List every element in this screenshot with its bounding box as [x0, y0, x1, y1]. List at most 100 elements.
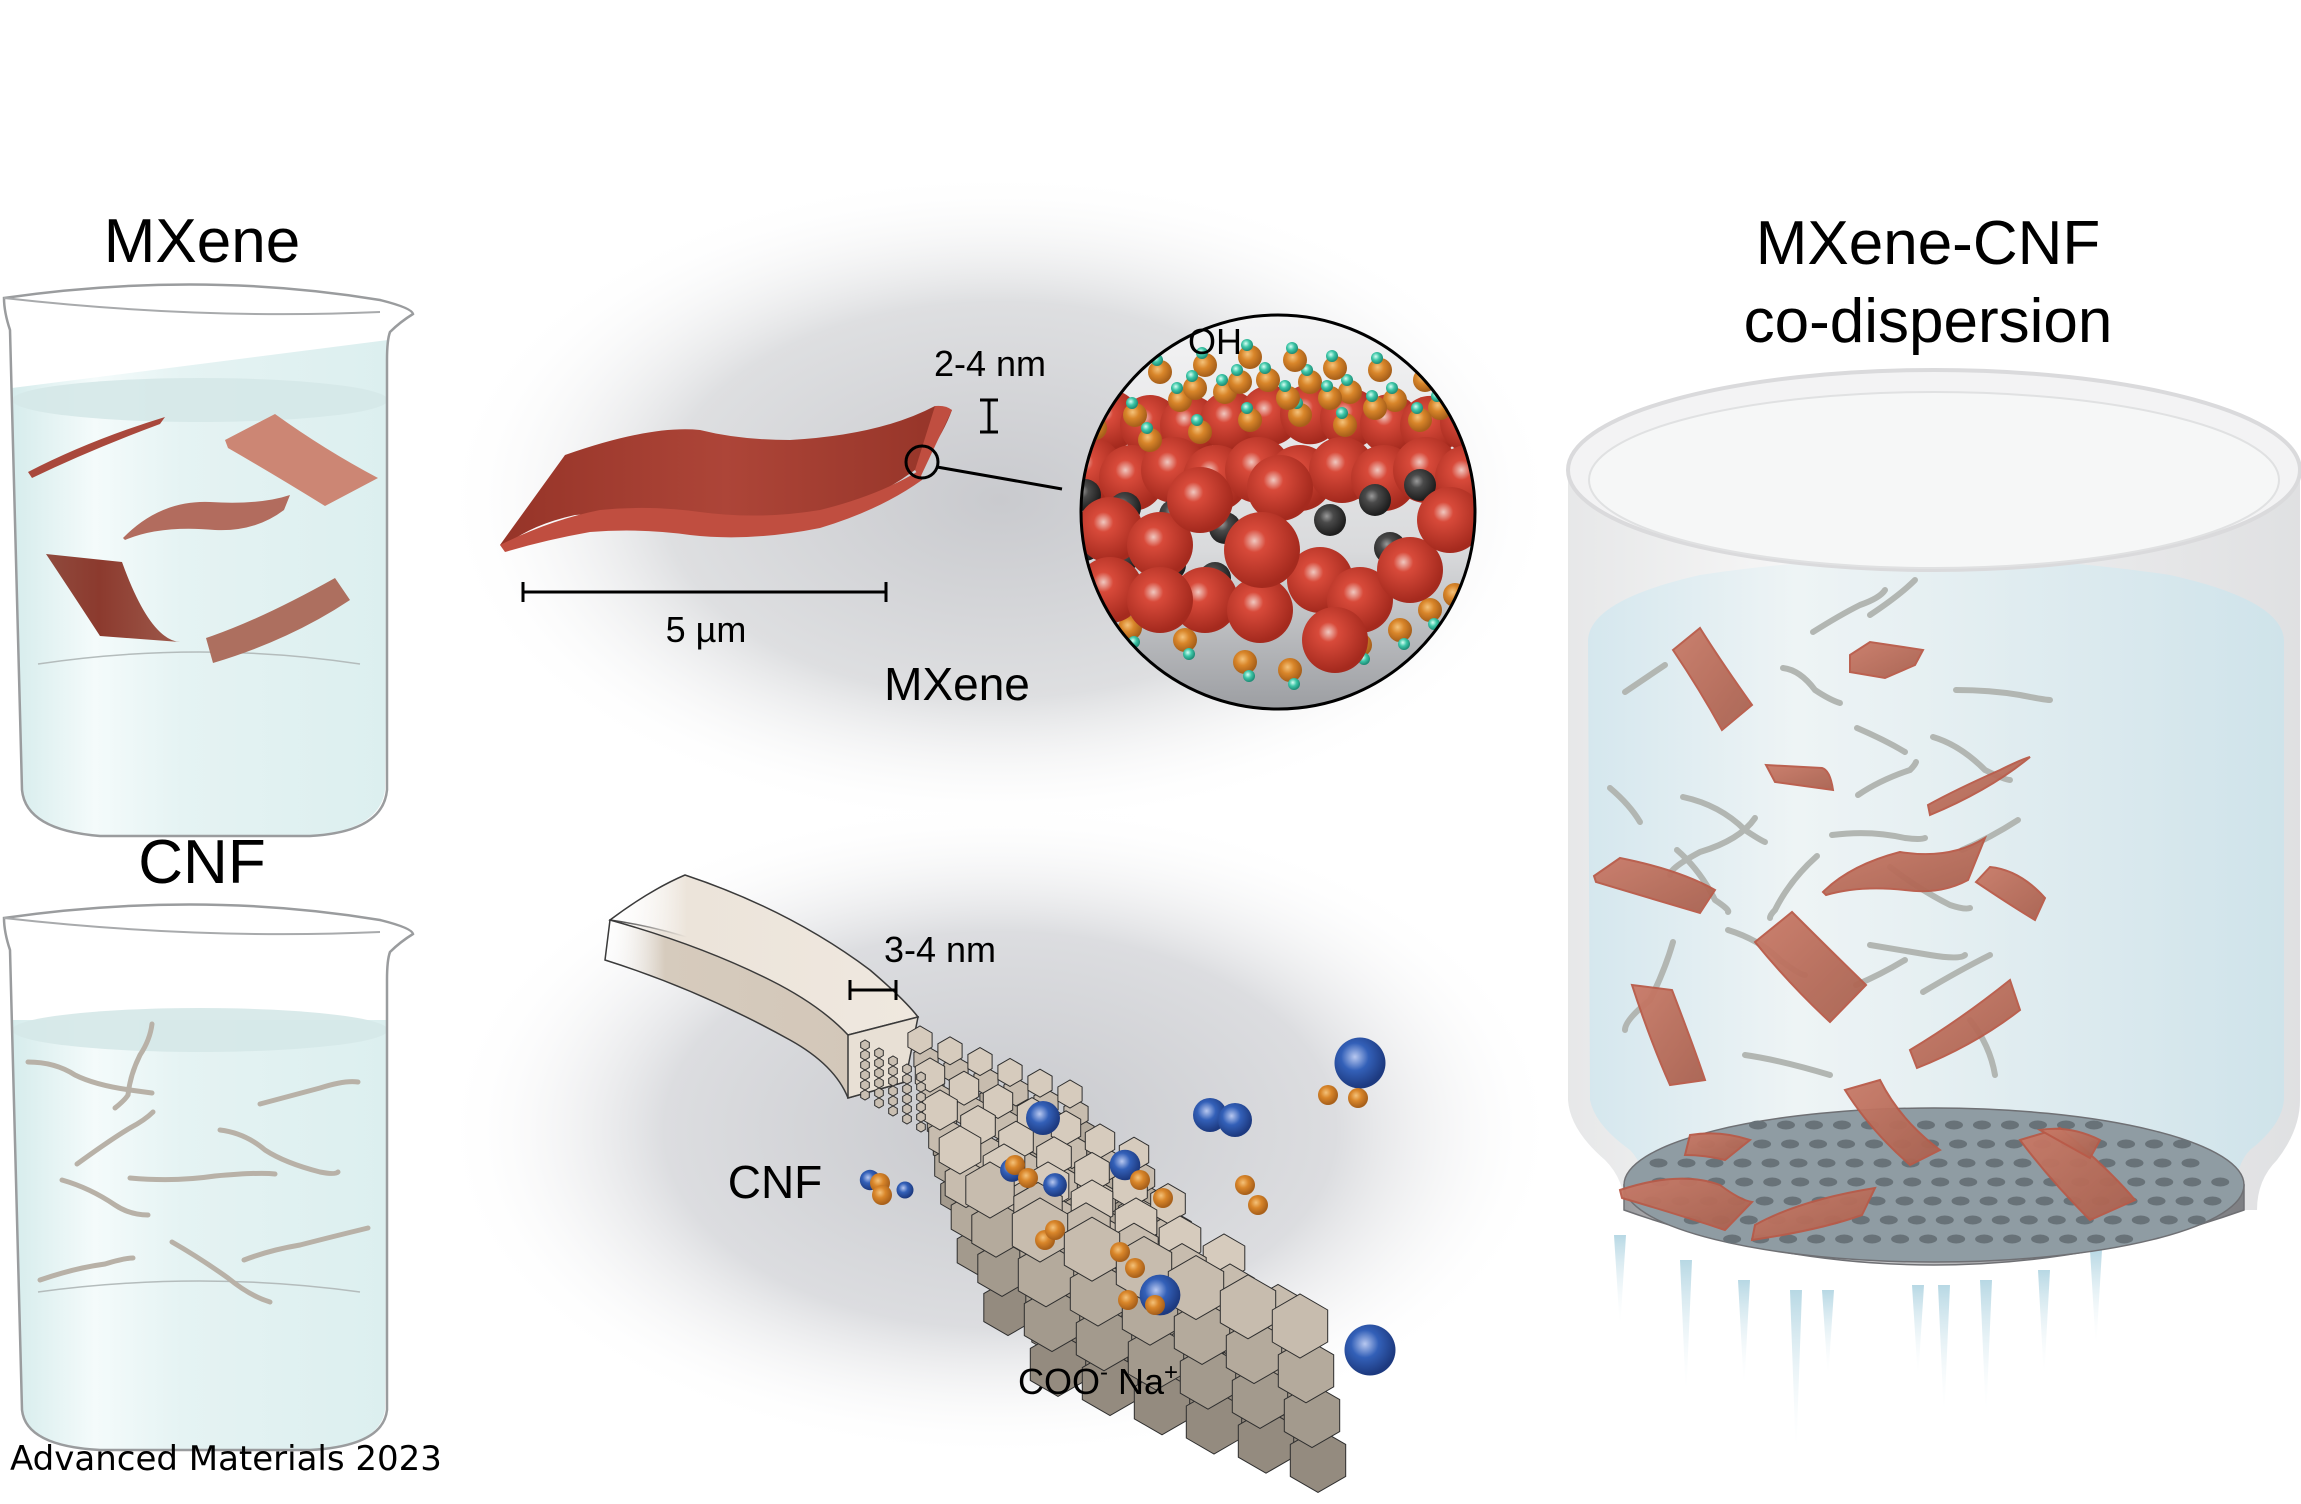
mxene-beaker-title: MXene	[104, 207, 300, 276]
sodium-ion	[896, 1181, 914, 1199]
oxygen-atom	[1348, 1088, 1368, 1108]
flake	[28, 417, 165, 478]
filter-hole	[1835, 1234, 1854, 1244]
filtrate-drip	[1738, 1280, 1750, 1390]
oxygen-atom	[1118, 1290, 1138, 1310]
mxene-flake	[1908, 978, 2022, 1070]
filter-hole	[1947, 1234, 1966, 1244]
flake	[206, 578, 350, 663]
glucose-ring	[907, 1025, 933, 1055]
oxygen-atom	[1173, 628, 1197, 652]
hydrogen-atom	[1398, 638, 1410, 650]
oxygen-atom	[1276, 386, 1300, 410]
hydrogen-atom	[1288, 678, 1300, 690]
filter-hole	[1985, 1158, 2004, 1168]
glucose-ring	[982, 1083, 1014, 1119]
filter-hole	[2147, 1196, 2166, 1206]
metal-atom	[1417, 487, 1475, 553]
hydrogen-atom	[1196, 347, 1208, 359]
filter-hole	[2175, 1196, 2194, 1206]
carbon-atom	[1359, 484, 1391, 516]
oxygen-atom	[1153, 1188, 1173, 1208]
glucose-ring	[860, 1069, 870, 1081]
filter-hole	[1907, 1215, 1926, 1225]
glucose-ring	[888, 1105, 898, 1117]
filter-hole	[1949, 1139, 1968, 1149]
filter-hole	[2203, 1196, 2222, 1206]
oxygen-atom	[1298, 370, 1322, 394]
cnf-fiber	[1810, 587, 1888, 635]
filter-hole	[1677, 1158, 1696, 1168]
hydrogen-atom	[1186, 370, 1198, 382]
cnf-detail: 3-4 nm CNF COO- Na+	[604, 874, 1396, 1493]
glucose-ring	[997, 1057, 1023, 1087]
mxene-flake	[1753, 910, 1868, 1024]
oxygen-atom	[1338, 380, 1362, 404]
filter-hole	[1931, 1177, 1950, 1187]
codispersion-title-line2: co-dispersion	[1744, 287, 2113, 356]
filter-hole	[2007, 1196, 2026, 1206]
filter-hole	[2183, 1177, 2202, 1187]
oxygen-atom	[1193, 353, 1217, 377]
sodium-ion	[1218, 1103, 1252, 1137]
magnify-spot	[904, 444, 940, 480]
oxygen-atom	[1125, 1258, 1145, 1278]
mixed-flakes	[1592, 577, 2137, 1242]
filter-hole	[2153, 1158, 2172, 1168]
filter-hole	[1735, 1177, 1754, 1187]
filtrate-drip	[1614, 1235, 1626, 1330]
hydrogen-atom	[1183, 648, 1195, 660]
oxygen-atom	[1408, 408, 1432, 432]
glucose-ring	[888, 1055, 898, 1067]
cnf-fiber	[1674, 847, 1732, 915]
hydrogen-atom	[1286, 342, 1298, 354]
filter-hole	[2028, 1120, 2047, 1130]
cnf-detail-caption: CNF	[728, 1156, 823, 1208]
metal-atom	[1247, 455, 1313, 521]
filter-hole	[1991, 1215, 2010, 1225]
hydrogen-atom	[1366, 390, 1378, 402]
glucose-ring	[1027, 1068, 1053, 1098]
glucose-ring	[916, 1101, 926, 1113]
glucose-ring	[1219, 1274, 1277, 1340]
filter-hole	[2013, 1158, 2032, 1168]
filtrate-drip	[2090, 1250, 2102, 1350]
hydrogen-atom	[1216, 374, 1228, 386]
glucose-ring	[874, 1097, 884, 1109]
glucose-ring	[1167, 1255, 1225, 1321]
glucose-ring	[902, 1083, 912, 1095]
filter-hole	[1957, 1158, 1976, 1168]
oxygen-atom	[1183, 376, 1207, 400]
carbon-atom	[1314, 504, 1346, 536]
metal-atom	[1127, 512, 1193, 578]
filter-hole	[2035, 1196, 2054, 1206]
filter-hole	[1755, 1196, 1774, 1206]
oxygen-atom	[1318, 386, 1342, 410]
filter-hole	[2084, 1120, 2103, 1130]
filter-hole	[1972, 1120, 1991, 1130]
glucose-ring	[948, 1070, 980, 1106]
filtrate-drip	[1822, 1290, 1834, 1380]
filter-hole	[1923, 1196, 1942, 1206]
mxene-flake	[1974, 865, 2047, 922]
sodium-ion	[1043, 1173, 1067, 1197]
metal-atom	[1081, 497, 1143, 563]
oxygen-atom	[1228, 370, 1252, 394]
glucose-ring	[902, 1063, 912, 1075]
glucose-ring	[860, 1049, 870, 1061]
filter-hole	[1845, 1158, 1864, 1168]
sodium-ion	[1109, 1149, 1141, 1181]
filter-hole	[1979, 1196, 1998, 1206]
filter-hole	[1929, 1158, 1948, 1168]
mxene-flake	[1683, 1132, 1753, 1162]
filter-hole	[2087, 1234, 2106, 1244]
cnf-fiber	[1780, 665, 1843, 706]
glucose-ring	[916, 1091, 926, 1103]
filtrate-drip	[1680, 1260, 1692, 1400]
filter-hole	[1809, 1139, 1828, 1149]
filter-hole	[1916, 1120, 1935, 1130]
oxygen-atom	[1323, 356, 1347, 380]
filter-hole	[1977, 1139, 1996, 1149]
hydrogen-atom	[1321, 380, 1333, 392]
oxygen-atom	[1148, 360, 1172, 384]
